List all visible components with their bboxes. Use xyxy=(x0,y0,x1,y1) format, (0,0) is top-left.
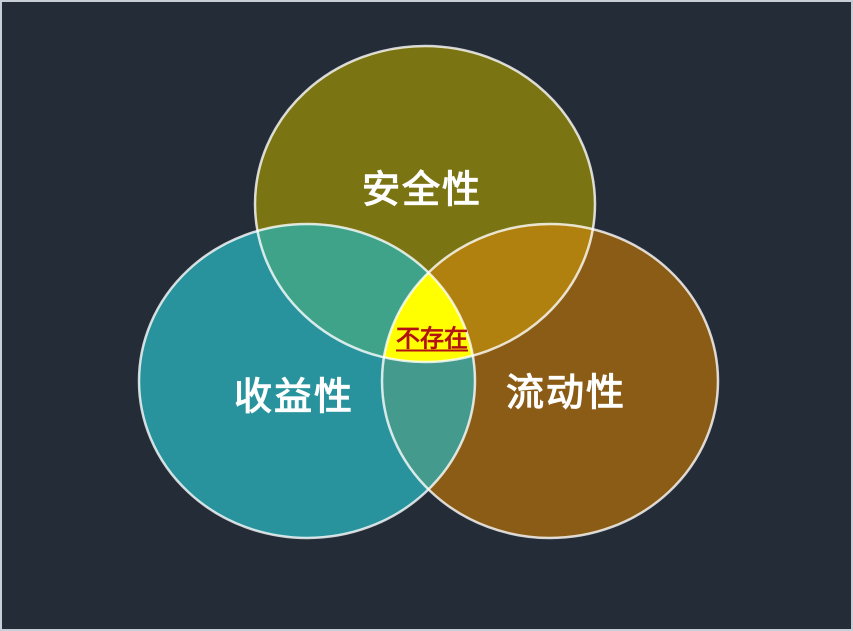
label-safety: 安全性 xyxy=(361,169,483,212)
outline-profitability xyxy=(137,222,477,540)
overlap-safety-liquidity xyxy=(382,224,595,362)
label-liquidity: 流动性 xyxy=(505,372,627,415)
label-profitability: 收益性 xyxy=(233,376,355,419)
outline-liquidity xyxy=(380,222,720,540)
overlap-safety-profitability xyxy=(255,224,475,362)
label-center-nonexistent: 不存在 xyxy=(396,325,468,353)
outline-safety xyxy=(253,44,597,364)
